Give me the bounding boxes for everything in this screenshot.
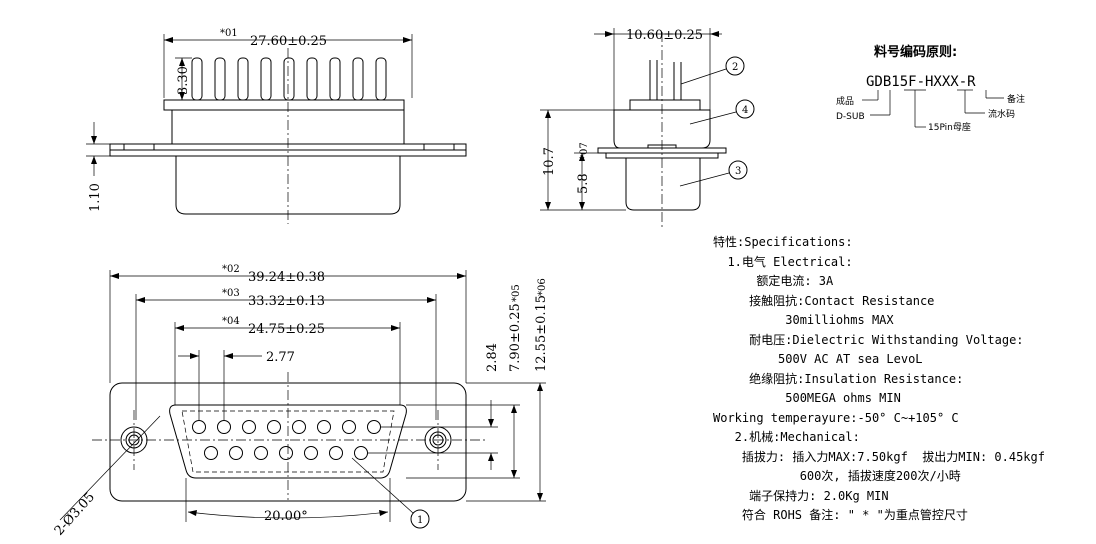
spec-line: 绝缘阻抗:Insulation Resistance: (713, 371, 964, 386)
legend-socket: 15Pin母座 (928, 121, 971, 133)
legend-dsub: D-SUB (836, 112, 865, 122)
spec-line: 30milliohms MAX (713, 313, 894, 327)
spec-line: 额定电流: 3A (713, 274, 834, 288)
dim-angle: 20.00° (264, 509, 308, 524)
dim-shell-marker: *03 (222, 288, 240, 299)
dim-hole-dia: 2-Ø3.05 (52, 490, 98, 539)
dim-mount-marker: *02 (222, 264, 240, 275)
spec-line: 端子保持力: 2.0Kg MIN (713, 488, 889, 503)
legend-code: GDB15F-HXXX-R (866, 74, 976, 90)
dim-side-marker: *07 (579, 142, 590, 160)
legend-finished: 成品 (836, 95, 854, 107)
dim-span-marker: *04 (222, 316, 240, 327)
side-view (540, 28, 755, 228)
spec-line: 2.机械:Mechanical: (713, 430, 860, 444)
top-view (86, 34, 467, 224)
part-number-legend (862, 89, 1004, 128)
balloon-2-label: 2 (732, 62, 738, 73)
dim-side-height: 10.7 (542, 147, 557, 176)
legend-serial: 流水码 (988, 108, 1015, 120)
dim-7-90: 7.90±0.25 (508, 303, 523, 372)
dim-12-55-marker: *06 (537, 278, 548, 296)
dim-top-marker: *01 (220, 28, 238, 39)
dim-side-lower: 5.8 (576, 173, 591, 194)
spec-line: 特性:Specifications: (713, 235, 853, 249)
specifications-list: 特性:Specifications: 1.电气 Electrical: 额定电流… (713, 233, 1093, 526)
balloon-1-label: 1 (417, 515, 423, 526)
spec-line: Working temperayure:-50° C~+105° C (713, 410, 959, 425)
dim-7-90-marker: *05 (511, 284, 522, 302)
dim-flange-thickness: 1.10 (88, 183, 103, 212)
dim-shell-width: 33.32±0.13 (248, 294, 325, 309)
front-view (59, 270, 546, 529)
dim-pin-span: 24.75±0.25 (248, 322, 325, 337)
spec-line: 1.电气 Electrical: (713, 254, 853, 269)
legend-title: 料号编码原则: (874, 44, 957, 60)
spec-line: 500MEGA ohms MIN (713, 391, 901, 405)
balloon-3-label: 3 (735, 166, 741, 177)
spec-line: 耐电压:Dielectric Withstanding Voltage: (713, 332, 1024, 347)
spec-line: 插拔力: 插入力MAX:7.50kgf 拔出力MIN: 0.45kgf (713, 449, 1045, 464)
dim-top-width: 27.60±0.25 (250, 34, 327, 49)
dim-pin-pitch: 2.77 (266, 350, 295, 365)
spec-line: 600次, 插拔速度200次/小時 (713, 469, 961, 483)
dim-side-width: 10.60±0.25 (626, 28, 703, 43)
dim-row-spacing: 2.84 (485, 343, 500, 372)
spec-line: 500V AC AT sea LevoL (713, 352, 923, 366)
dim-12-55: 12.55±0.15 (534, 295, 549, 372)
spec-line: 符合 ROHS 备注: " * "为重点管控尺寸 (713, 508, 968, 522)
spec-line: 接触阻抗:Contact Resistance (713, 293, 935, 308)
balloon-4-label: 4 (742, 105, 748, 116)
legend-note: 备注 (1007, 93, 1025, 105)
dim-mount-holes: 39.24±0.38 (248, 270, 325, 285)
dim-pin-height: 3.30 (176, 66, 191, 95)
